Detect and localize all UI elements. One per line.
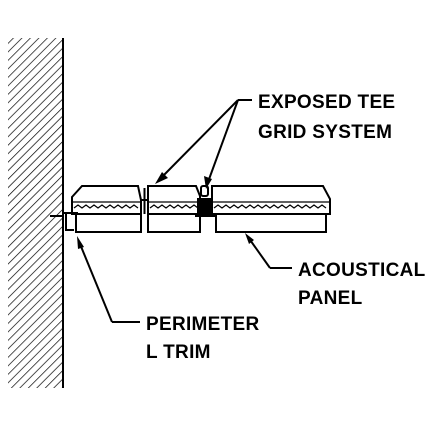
panel-right	[211, 185, 331, 233]
label-acoustical: ACOUSTICAL	[298, 260, 426, 281]
label-exposed-tee: EXPOSED TEE	[258, 92, 395, 113]
leader-trim	[77, 236, 140, 323]
leader-panel	[245, 233, 292, 269]
wall-hatch	[8, 38, 63, 388]
label-grid-system: GRID SYSTEM	[258, 122, 392, 143]
panel-left	[71, 185, 142, 233]
label-l-trim: L TRIM	[146, 342, 211, 363]
leader-grid	[155, 99, 252, 189]
panel-middle	[147, 185, 201, 233]
tee-grid	[141, 185, 215, 217]
label-panel: PANEL	[298, 288, 363, 309]
label-perimeter: PERIMETER	[146, 314, 260, 335]
